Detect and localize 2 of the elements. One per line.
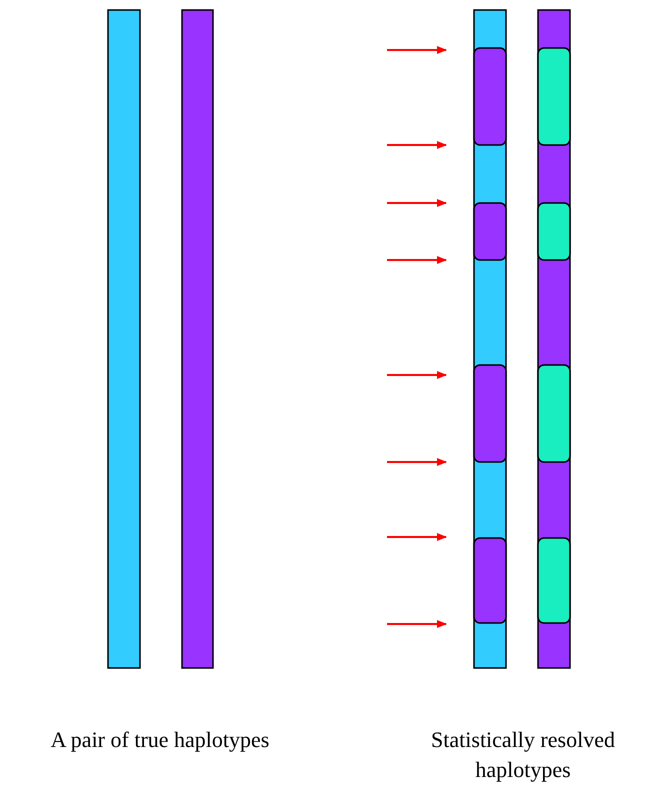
- caption-text: Statistically resolved haplotypes: [430, 726, 616, 784]
- caption-text: A pair of true haplotypes: [50, 726, 270, 754]
